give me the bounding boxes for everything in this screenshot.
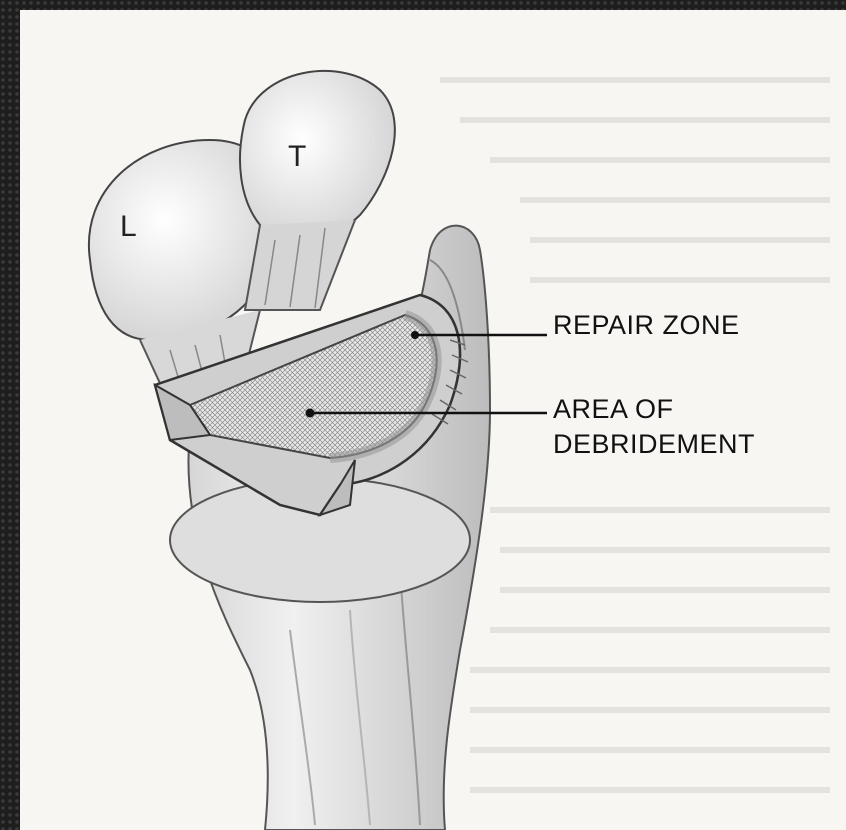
triquetrum-bone <box>240 71 395 310</box>
area-of-debridement-label-line2: DEBRIDEMENT <box>553 428 755 461</box>
triquetrum-label: T <box>288 140 306 174</box>
illustration-page: L T REPAIR ZONE AREA OF DEBRIDEMENT <box>20 10 846 830</box>
debridement-pointer-dot <box>306 409 315 418</box>
repair-zone-pointer-dot <box>411 331 419 339</box>
lunate-label: L <box>120 210 137 244</box>
wrist-anatomy-illustration <box>20 10 846 830</box>
area-of-debridement-label-line1: AREA OF <box>553 393 674 426</box>
repair-zone-label: REPAIR ZONE <box>553 309 740 342</box>
